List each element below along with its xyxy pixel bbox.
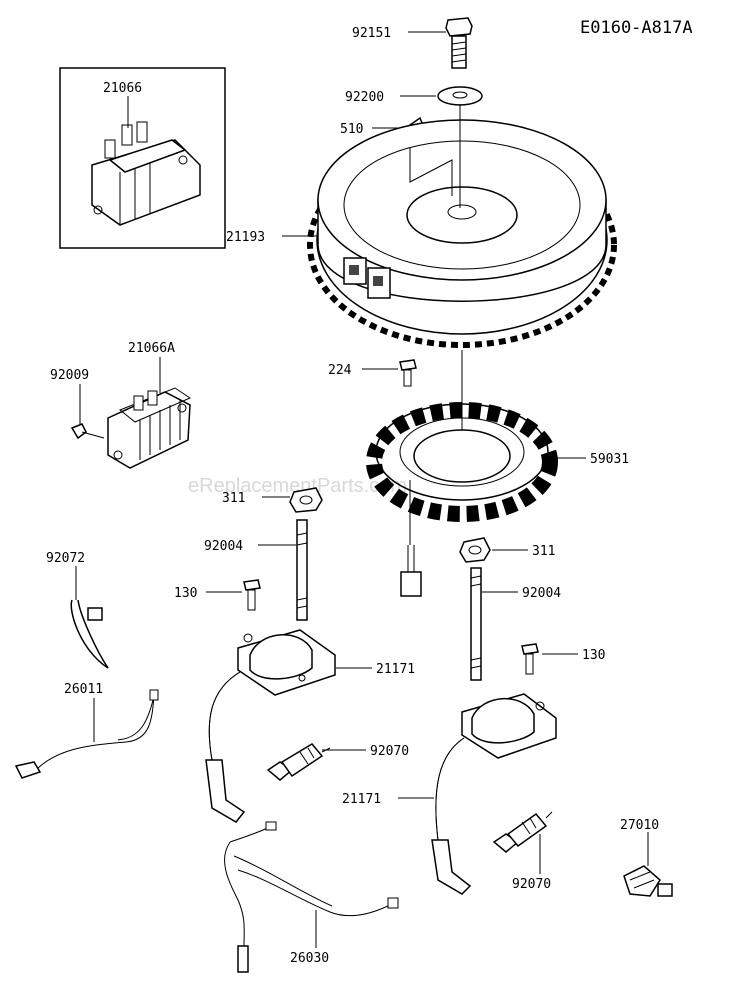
bolt-130-right-part[interactable] [521,643,539,675]
part-label-92151: 92151 [352,26,391,41]
part-label-92004-right: 92004 [522,586,561,601]
part-label-510: 510 [340,122,363,137]
bolt-92151-part[interactable] [445,17,473,69]
part-label-21171-left: 21171 [376,662,415,677]
regulator-box-part[interactable] [59,67,226,249]
ignition-coil-21171-left-part[interactable] [205,629,336,823]
spark-plug-92070-left-part[interactable] [266,743,331,781]
part-label-130-left: 130 [174,586,197,601]
part-label-92070-right: 92070 [512,877,551,892]
clip-92072-part[interactable] [70,599,109,669]
part-label-92200: 92200 [345,90,384,105]
part-label-92004-left: 92004 [204,539,243,554]
part-label-21193: 21193 [226,230,265,245]
screw-92009-part[interactable] [70,423,105,440]
flywheel-21193-part[interactable] [307,119,617,348]
spark-plug-92070-right-part[interactable] [492,811,553,853]
part-label-26030: 26030 [290,951,329,966]
stud-92004-right-part[interactable] [470,567,482,681]
washer-92200-part[interactable] [437,86,483,106]
part-label-130-right: 130 [582,648,605,663]
part-label-92072: 92072 [46,551,85,566]
diagram-code: E0160-A817A [580,18,693,38]
stud-92004-left-part[interactable] [296,519,308,621]
part-label-26011: 26011 [64,682,103,697]
bolt-130-left-part[interactable] [243,579,261,611]
ignition-coil-21171-right-part[interactable] [431,693,557,895]
part-label-21066a: 21066A [128,341,175,356]
nut-311-left-part[interactable] [289,487,323,513]
part-label-59031: 59031 [590,452,629,467]
part-label-21171-right: 21171 [342,792,381,807]
part-label-311-right: 311 [532,544,555,559]
watermark: eReplacementParts.com [188,475,407,497]
oil-switch-27010-part[interactable] [623,865,673,897]
regulator-21066a-part[interactable] [107,387,192,469]
lead-wire-26011-part[interactable] [14,689,159,779]
part-label-311-left: 311 [222,491,245,506]
part-label-27010: 27010 [620,818,659,833]
nut-311-right-part[interactable] [459,537,491,563]
part-label-21066: 21066 [103,81,142,96]
stator-59031-part[interactable] [366,402,558,597]
part-label-224: 224 [328,363,352,378]
part-label-92070-left: 92070 [370,744,409,759]
harness-26030-part[interactable] [224,821,399,973]
part-label-92009: 92009 [50,368,89,383]
bolt-224-part[interactable] [399,359,417,387]
